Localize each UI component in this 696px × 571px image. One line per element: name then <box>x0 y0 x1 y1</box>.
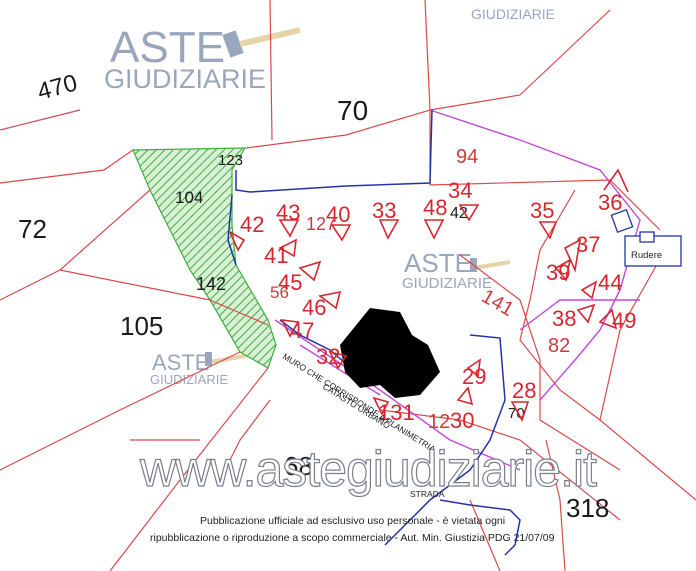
watermark-brand-center: ASTE GIUDIZIARIE <box>402 248 511 292</box>
watermark-aste: ASTE <box>110 23 225 72</box>
rudere-building <box>610 208 682 267</box>
point-40: 40 <box>326 202 350 227</box>
parcel-56: 56 <box>270 283 289 302</box>
point-47: 47 <box>290 318 314 343</box>
point-32: 32 <box>316 344 340 369</box>
strada-label: STRADA <box>410 489 445 499</box>
watermark-aste-center: ASTE <box>404 248 472 278</box>
parcel-70: 70 <box>337 95 368 126</box>
point-33: 33 <box>372 198 396 223</box>
watermark-brand-top-left: ASTE GIUDIZIARIE <box>104 23 301 94</box>
point-131: 131 <box>378 400 415 425</box>
footer-line-2: ripubblicazione o riproduzione a scopo c… <box>150 532 555 544</box>
parcel-104: 104 <box>175 188 203 207</box>
point-42: 42 <box>240 212 264 237</box>
watermark-giudiziarie: GIUDIZIARIE <box>104 64 266 94</box>
point-34: 34 <box>448 178 472 203</box>
parcel-72: 72 <box>18 214 47 244</box>
point-48: 48 <box>423 195 447 220</box>
survey-point-labels: 33 48 34 35 36 37 39 44 38 49 40 43 42 4… <box>240 178 636 433</box>
point-39: 39 <box>546 260 570 285</box>
parcel-94: 94 <box>456 146 478 168</box>
parcel-123: 123 <box>218 152 243 169</box>
watermark-site-url: www.astegiudiziarie.it <box>139 441 597 497</box>
parcel-82: 82 <box>548 335 570 357</box>
parcel-318: 318 <box>566 493 609 523</box>
watermark-giudiziarie-top: GIUDIZIARIE <box>471 6 555 22</box>
point-28: 28 <box>512 378 536 403</box>
parcel-numbers: 470 70 72 105 68 318 94 123 104 127 142 … <box>18 69 609 523</box>
parcel-12: 12 <box>428 411 450 433</box>
point-43: 43 <box>276 200 300 225</box>
point-36: 36 <box>598 190 622 215</box>
rudere-label: Rudere <box>631 250 662 261</box>
point-35: 35 <box>530 198 554 223</box>
parcel-142: 142 <box>196 274 226 294</box>
main-building <box>340 308 440 398</box>
watermark-brand-top-center: GIUDIZIARIE <box>471 6 555 22</box>
point-29: 29 <box>462 364 486 389</box>
survey-triangles <box>228 168 629 422</box>
gavel-icon <box>222 27 301 58</box>
point-44: 44 <box>598 270 622 295</box>
point-38: 38 <box>552 306 576 331</box>
watermark-giudiziarie-center: GIUDIZIARIE <box>402 275 492 292</box>
watermark-giudiziarie-left: GIUDIZIARIE <box>150 372 228 387</box>
point-41: 41 <box>264 243 288 268</box>
point-30: 30 <box>450 408 474 433</box>
parcel-105: 105 <box>120 311 163 341</box>
point-46: 46 <box>302 295 326 320</box>
point-45: 45 <box>278 270 302 295</box>
parcel-68: 68 <box>284 451 313 481</box>
parcel-127: 127 <box>306 214 336 234</box>
footer-line-1: Pubblicazione ufficiale ad esclusivo uso… <box>200 515 505 527</box>
point-49: 49 <box>612 308 636 333</box>
parcel-470: 470 <box>35 69 81 105</box>
point-37: 37 <box>576 232 600 257</box>
